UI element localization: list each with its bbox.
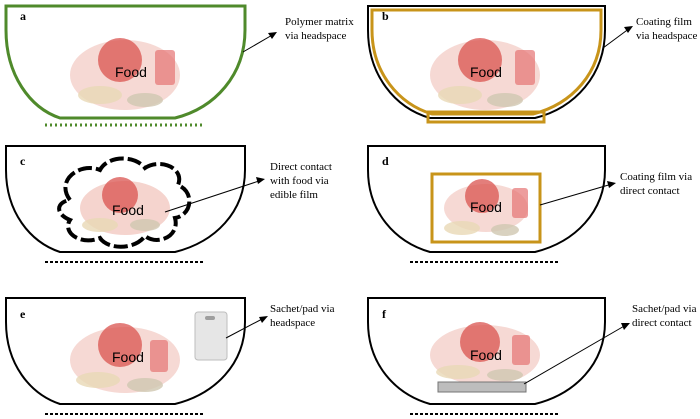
panel-c: Food c Direct contact with food via edib… xyxy=(5,145,332,263)
edible-film-c xyxy=(57,156,192,249)
panel-e: Food e Sachet/pad via headspace xyxy=(5,297,335,415)
food-illustration-f xyxy=(430,322,540,385)
arrow-f xyxy=(523,324,627,385)
arrowhead-c xyxy=(256,177,265,184)
arrowhead-e xyxy=(259,316,268,323)
base-b xyxy=(426,110,546,124)
annotation-e-line1: Sachet/pad via xyxy=(270,303,335,315)
annotation-a-line2: via headspace xyxy=(285,30,346,42)
food-label-c: Food xyxy=(112,202,144,218)
annotation-f-line2: direct contact xyxy=(632,317,692,329)
food-label-e: Food xyxy=(112,349,144,365)
panel-label-a: a xyxy=(20,9,26,23)
panel-label-b: b xyxy=(382,9,389,23)
food-illustration-b xyxy=(430,38,540,110)
food-label-b: Food xyxy=(470,64,502,80)
panel-label-d: d xyxy=(382,154,389,168)
panel-label-c: c xyxy=(20,154,26,168)
annotation-c-line1: Direct contact xyxy=(270,161,332,173)
sachet-pad-e xyxy=(194,311,228,361)
arrow-c xyxy=(164,179,263,213)
coating-film-b xyxy=(370,8,603,116)
food-illustration-d xyxy=(444,179,528,236)
arrow-e xyxy=(225,317,265,339)
arrow-d xyxy=(539,183,613,206)
annotation-c-line3: edible film xyxy=(270,189,318,201)
food-illustration-c xyxy=(80,177,170,235)
food-label-a: Food xyxy=(115,64,147,80)
arrowhead-a xyxy=(268,32,277,39)
annotation-d-line2: direct contact xyxy=(620,185,680,197)
sachet-pad-f xyxy=(437,381,527,393)
annotation-b-line1: Coating film xyxy=(636,16,692,28)
panel-label-f: f xyxy=(382,307,387,321)
annotation-d-line1: Coating film via xyxy=(620,171,692,183)
arrow-a xyxy=(242,33,275,53)
food-label-f: Food xyxy=(470,347,502,363)
arrowhead-b xyxy=(624,26,633,33)
food-illustration-e xyxy=(70,323,180,393)
annotation-f-line1: Sachet/pad via xyxy=(632,303,697,315)
food-illustration-a xyxy=(70,38,180,110)
annotation-e-line2: headspace xyxy=(270,317,315,329)
panel-f: Food f Sachet/pad via direct contact xyxy=(367,297,697,415)
annotation-b-line2: via headspace xyxy=(636,30,697,42)
annotation-a-line1: Polymer matrix xyxy=(285,16,354,28)
panel-label-e: e xyxy=(20,307,26,321)
food-label-d: Food xyxy=(470,199,502,215)
arrow-b xyxy=(602,27,631,49)
panel-d: Food d Coating film via direct contact xyxy=(367,145,692,263)
panel-b: Food b Coating film via headspace xyxy=(367,5,697,124)
arrowhead-f xyxy=(621,323,630,330)
arrowhead-d xyxy=(607,181,616,188)
annotation-c-line2: with food via xyxy=(270,175,329,187)
panel-a: Food a Polymer matrix via headspace xyxy=(4,4,354,127)
